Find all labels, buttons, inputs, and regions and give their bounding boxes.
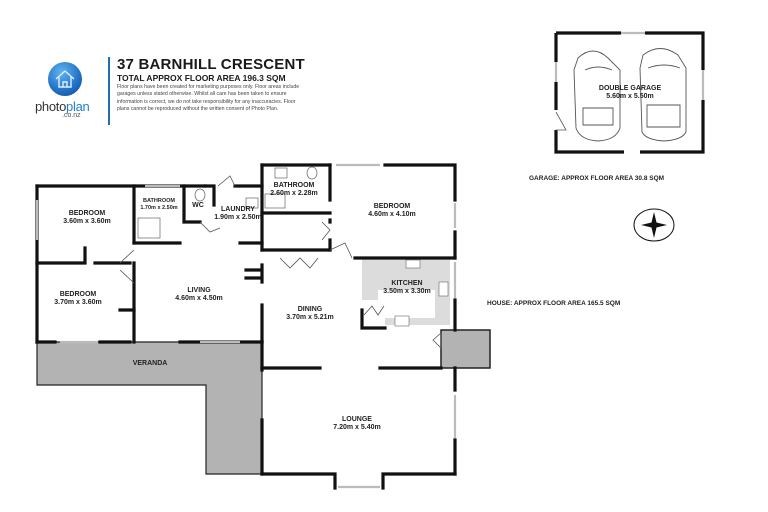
room-name: DOUBLE GARAGE xyxy=(598,85,662,92)
room-label-veranda: VERANDA xyxy=(133,360,168,368)
room-name: BEDROOM xyxy=(373,203,411,210)
room-dims: 1.70m x 2.50m xyxy=(140,205,178,211)
room-dims: 2.60m x 2.28m xyxy=(270,190,318,197)
room-dims: 3.70m x 3.60m xyxy=(54,299,102,306)
room-name: BEDROOM xyxy=(68,210,106,217)
header-divider xyxy=(108,57,110,125)
fridge-icon xyxy=(394,315,410,327)
room-name: WC xyxy=(192,202,204,209)
car-icon-left xyxy=(573,50,621,142)
car-icon-right xyxy=(639,48,687,142)
compass-rose-icon xyxy=(633,208,675,242)
logo-word-photo: photo xyxy=(35,99,67,114)
room-dims: 3.50m x 3.30m xyxy=(383,288,431,295)
shower-icon-bath1 xyxy=(137,217,161,239)
cooktop-icon xyxy=(405,259,421,269)
room-dims: 7.20m x 5.40m xyxy=(333,424,381,431)
house-area-label: HOUSE: APPROX FLOOR AREA 165.5 SQM xyxy=(487,300,621,307)
room-dims: 5.60m x 5.50m xyxy=(606,93,654,100)
room-name: BEDROOM xyxy=(59,291,97,298)
toilet-icon-bath2 xyxy=(306,166,318,180)
room-dims: 1.90m x 2.50m xyxy=(214,214,262,221)
disclaimer-text: Floor plans have been created for market… xyxy=(117,84,300,113)
logo-word-plan: plan xyxy=(66,99,90,114)
logo-domain: .co.nz xyxy=(62,112,81,119)
room-name: BATHROOM xyxy=(143,198,175,204)
sink-icon xyxy=(438,281,449,297)
garage-area-label: GARAGE: APPROX FLOOR AREA 30.8 SQM xyxy=(529,175,665,182)
property-title: 37 BARNHILL CRESCENT xyxy=(117,56,305,73)
tub-icon-laundry xyxy=(245,197,259,209)
room-dims: 4.60m x 4.10m xyxy=(368,211,416,218)
room-name: LAUNDRY xyxy=(221,206,255,213)
room-name: LOUNGE xyxy=(342,416,372,423)
total-area-subtitle: TOTAL APPROX FLOOR AREA 196.3 SQM xyxy=(117,73,286,83)
porch-area xyxy=(440,329,491,369)
room-dims: 3.60m x 3.60m xyxy=(63,218,111,225)
room-dims: 3.70m x 5.21m xyxy=(286,314,334,321)
room-name: DINING xyxy=(297,306,323,313)
toilet-icon-wc xyxy=(194,188,206,202)
room-name: LIVING xyxy=(187,287,211,294)
room-name: BATHROOM xyxy=(273,182,315,189)
room-label-wc: WC xyxy=(192,202,204,210)
logo-wordmark: photoplan xyxy=(35,99,90,114)
room-name: VERANDA xyxy=(132,360,168,367)
house-icon xyxy=(55,70,75,88)
kitchen-bench xyxy=(362,258,450,325)
photoplan-logo-icon xyxy=(48,62,82,96)
room-dims: 4.60m x 4.50m xyxy=(175,295,223,302)
shower-icon-bath2 xyxy=(264,193,286,209)
room-name: KITCHEN xyxy=(391,280,423,287)
basin-icon-bath2 xyxy=(274,167,288,179)
